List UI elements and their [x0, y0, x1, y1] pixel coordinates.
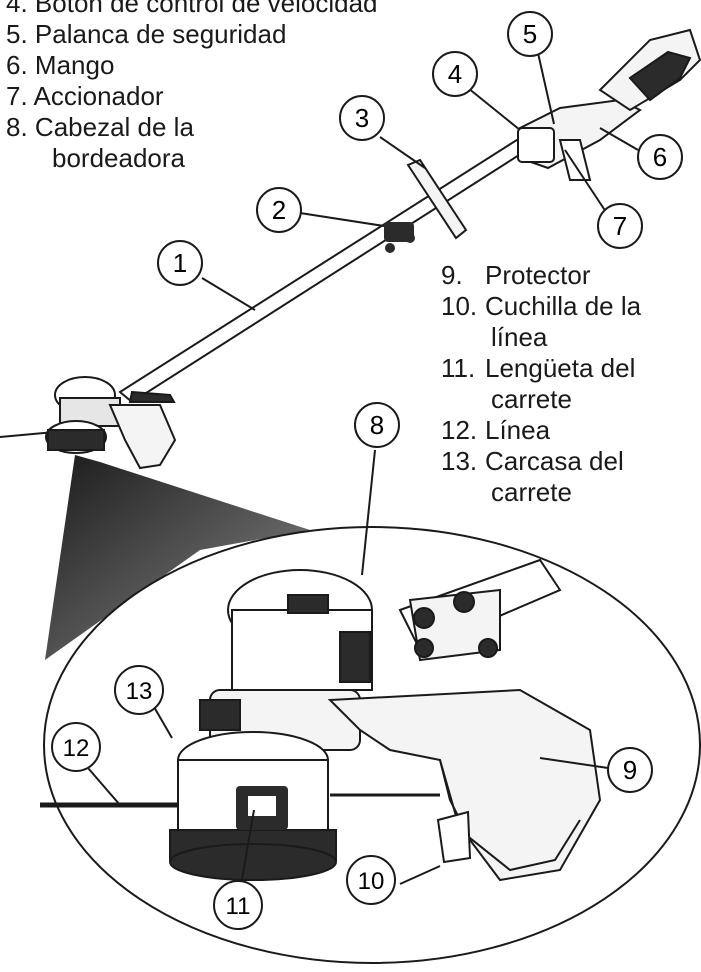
callout-6-label: 6 [653, 142, 667, 172]
legend-item-4: 4. Botón de control de velocidad [6, 0, 378, 19]
legend-item-9-text: Protector [485, 260, 591, 290]
callout-1: 1 [157, 240, 203, 286]
legend-item-12: 12. Línea [441, 415, 641, 446]
callout-3: 3 [339, 95, 385, 141]
guard [327, 688, 602, 882]
legend-item-13-text: Carcasa del [485, 446, 624, 476]
callout-12: 12 [51, 722, 101, 772]
callout-3-label: 3 [355, 103, 369, 133]
legend-item-10-number: 10. [441, 291, 478, 321]
handle-assembly [517, 28, 701, 181]
legend-item-5-text: Palanca de seguridad [34, 19, 287, 49]
callout-9: 9 [607, 747, 653, 793]
legend-item-5: 5. Palanca de seguridad [6, 19, 378, 50]
legend-right: 9. Protector 10. Cuchilla de la línea 11… [441, 260, 641, 508]
guard-rim [439, 759, 581, 872]
legend-item-6-number: 6. [6, 50, 28, 80]
callout-11-label: 11 [226, 893, 251, 920]
callout-4-label: 4 [448, 59, 462, 89]
small-trimmer-head [45, 376, 177, 470]
callout-13-label: 13 [126, 678, 153, 705]
legend-item-13: 13. Carcasa del [441, 446, 641, 477]
rear-grip [406, 158, 468, 240]
legend-left: 4. Botón de control de velocidad 5. Pala… [6, 0, 378, 174]
legend-item-10-text: Cuchilla de la [485, 291, 642, 321]
callout-2-label: 2 [272, 195, 286, 225]
legend-item-4-text: Botón de control de velocidad [34, 0, 378, 18]
legend-item-7-text: Accionador [33, 81, 164, 111]
legend-item-13-number: 13. [441, 446, 478, 476]
callout-12-label: 12 [63, 735, 90, 762]
callout-13: 13 [114, 665, 164, 715]
legend-item-11-text: Lengüeta del [485, 353, 636, 383]
legend-item-10: 10. Cuchilla de la [441, 291, 641, 322]
detail-shaft [398, 558, 562, 662]
legend-item-10-continuation: línea [491, 322, 548, 352]
callout-8-label: 8 [370, 410, 384, 440]
legend-item-5-number: 5. [6, 19, 28, 49]
spool-tab-slot [248, 796, 276, 816]
callout-6: 6 [637, 134, 683, 180]
callout-5: 5 [507, 11, 553, 57]
callout-4: 4 [432, 51, 478, 97]
callout-10: 10 [346, 855, 396, 905]
callout-1-label: 1 [173, 248, 187, 278]
line-blade [436, 810, 472, 864]
legend-item-6-text: Mango [34, 50, 115, 80]
legend-item-8: 8. Cabezal de la [6, 112, 378, 143]
legend-item-11: 11. Lengüeta del [441, 353, 641, 384]
callout-7: 7 [597, 203, 643, 249]
callout-8: 8 [354, 402, 400, 448]
zoom-beam-shadow [45, 455, 310, 660]
leader-lines [87, 52, 639, 885]
legend-item-8-continuation: bordeadora [52, 143, 185, 173]
callout-9-label: 9 [623, 755, 637, 785]
legend-item-4-number: 4. [6, 0, 28, 18]
legend-item-8-text: Cabezal de la [34, 112, 194, 142]
shaft-coupler [384, 222, 415, 253]
callout-7-label: 7 [613, 211, 627, 241]
callout-2: 2 [256, 187, 302, 233]
legend-item-7-number: 7. [6, 81, 28, 111]
legend-item-11-continuation: carrete [491, 384, 572, 414]
legend-item-11-number: 11. [441, 353, 476, 383]
callout-11: 11 [213, 880, 263, 930]
callout-5-label: 5 [523, 19, 537, 49]
callout-10-label: 10 [358, 868, 385, 895]
legend-item-12-number: 12. [441, 415, 478, 445]
legend-item-13-continuation: carrete [491, 477, 572, 507]
legend-item-6: 6. Mango [6, 50, 378, 81]
legend-item-8-number: 8. [6, 112, 28, 142]
legend-item-12-text: Línea [485, 415, 551, 445]
legend-item-7: 7. Accionador [6, 81, 378, 112]
legend-item-9-number: 9. [441, 260, 463, 290]
legend-item-9: 9. Protector [441, 260, 641, 291]
